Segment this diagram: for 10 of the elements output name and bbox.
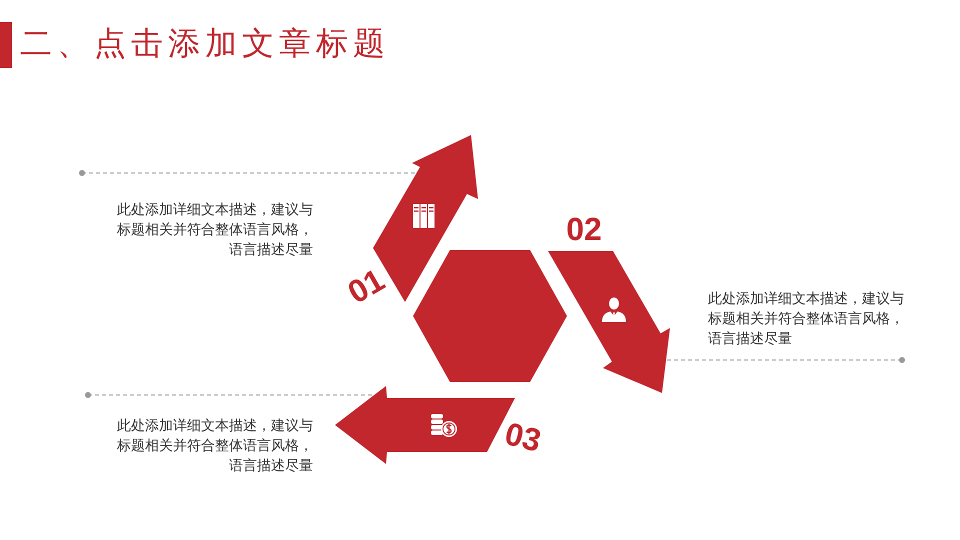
description-text: 此处添加详细文本描述，建议与标题相关并符合整体语言风格，语言描述尽量 [113, 415, 314, 475]
hexagon [413, 250, 567, 382]
step-number: 02 [566, 213, 602, 245]
step-number: 03 [502, 417, 544, 457]
step-number: 01 [342, 263, 390, 309]
leader-line [85, 392, 375, 398]
title: 二、点击添加文章标题 [20, 24, 390, 63]
leader-line [79, 170, 417, 176]
description-text: 此处添加详细文本描述，建议与标题相关并符合整体语言风格，语言描述尽量 [708, 288, 908, 348]
description-text: 此处添加详细文本描述，建议与标题相关并符合整体语言风格，语言描述尽量 [113, 199, 314, 259]
